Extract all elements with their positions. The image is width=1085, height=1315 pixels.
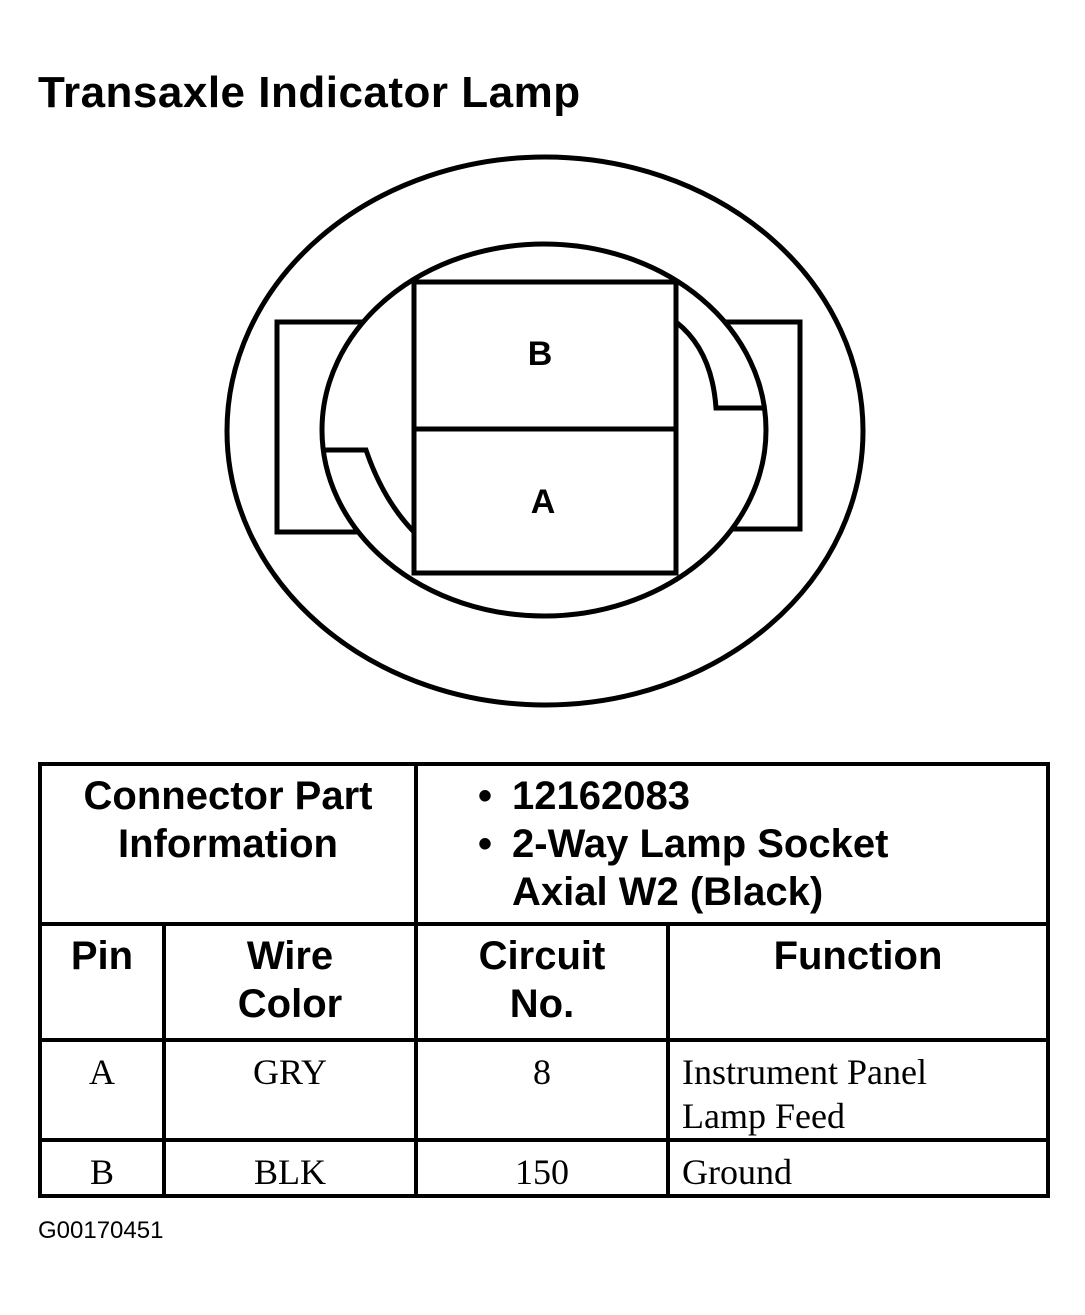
wire-color-cell: GRY [162,1038,418,1142]
part-number-item: • 12162083 [478,774,690,818]
pin-b-cavity [411,279,679,432]
right-key-notch [674,320,763,411]
left-tab [274,319,414,535]
connector-part-label: Connector Part Information [38,762,418,926]
connector-info-table: Connector Part Information • 12162083 • … [38,762,1050,1198]
part-number: 12162083 [512,774,690,818]
pin-cell: B [38,1138,166,1198]
pin-cell: A [38,1038,166,1142]
outer-ring [224,154,866,708]
function-cell: Ground [666,1138,1050,1198]
function-cell: Instrument Panel Lamp Feed [666,1038,1050,1142]
header-circuit: Circuit No. [414,922,670,1042]
pin-a-cavity [411,426,679,576]
header-wire-color: Wire Color [162,922,418,1042]
left-key-notch [324,447,416,534]
pin-b-label: B [528,335,553,373]
description-item: • 2-Way Lamp Socket Axial W2 (Black) [478,822,889,914]
connector-diagram: B A [224,154,866,708]
circuit-cell: 8 [414,1038,670,1142]
header-pin: Pin [38,922,166,1042]
wire-color-cell: BLK [162,1138,418,1198]
connector-part-info: • 12162083 • 2-Way Lamp Socket Axial W2 … [414,762,1050,926]
pin-a-label: A [531,483,556,521]
description: 2-Way Lamp Socket Axial W2 (Black) [512,822,889,914]
right-tab [676,319,803,532]
table-row: A GRY 8 Instrument Panel Lamp Feed [38,1038,1050,1142]
diagram-title: Transaxle Indicator Lamp [38,68,581,117]
table-row: B BLK 150 Ground [38,1138,1050,1198]
circuit-cell: 150 [414,1138,670,1198]
figure-code: G00170451 [38,1217,164,1244]
header-function: Function [666,922,1050,1042]
